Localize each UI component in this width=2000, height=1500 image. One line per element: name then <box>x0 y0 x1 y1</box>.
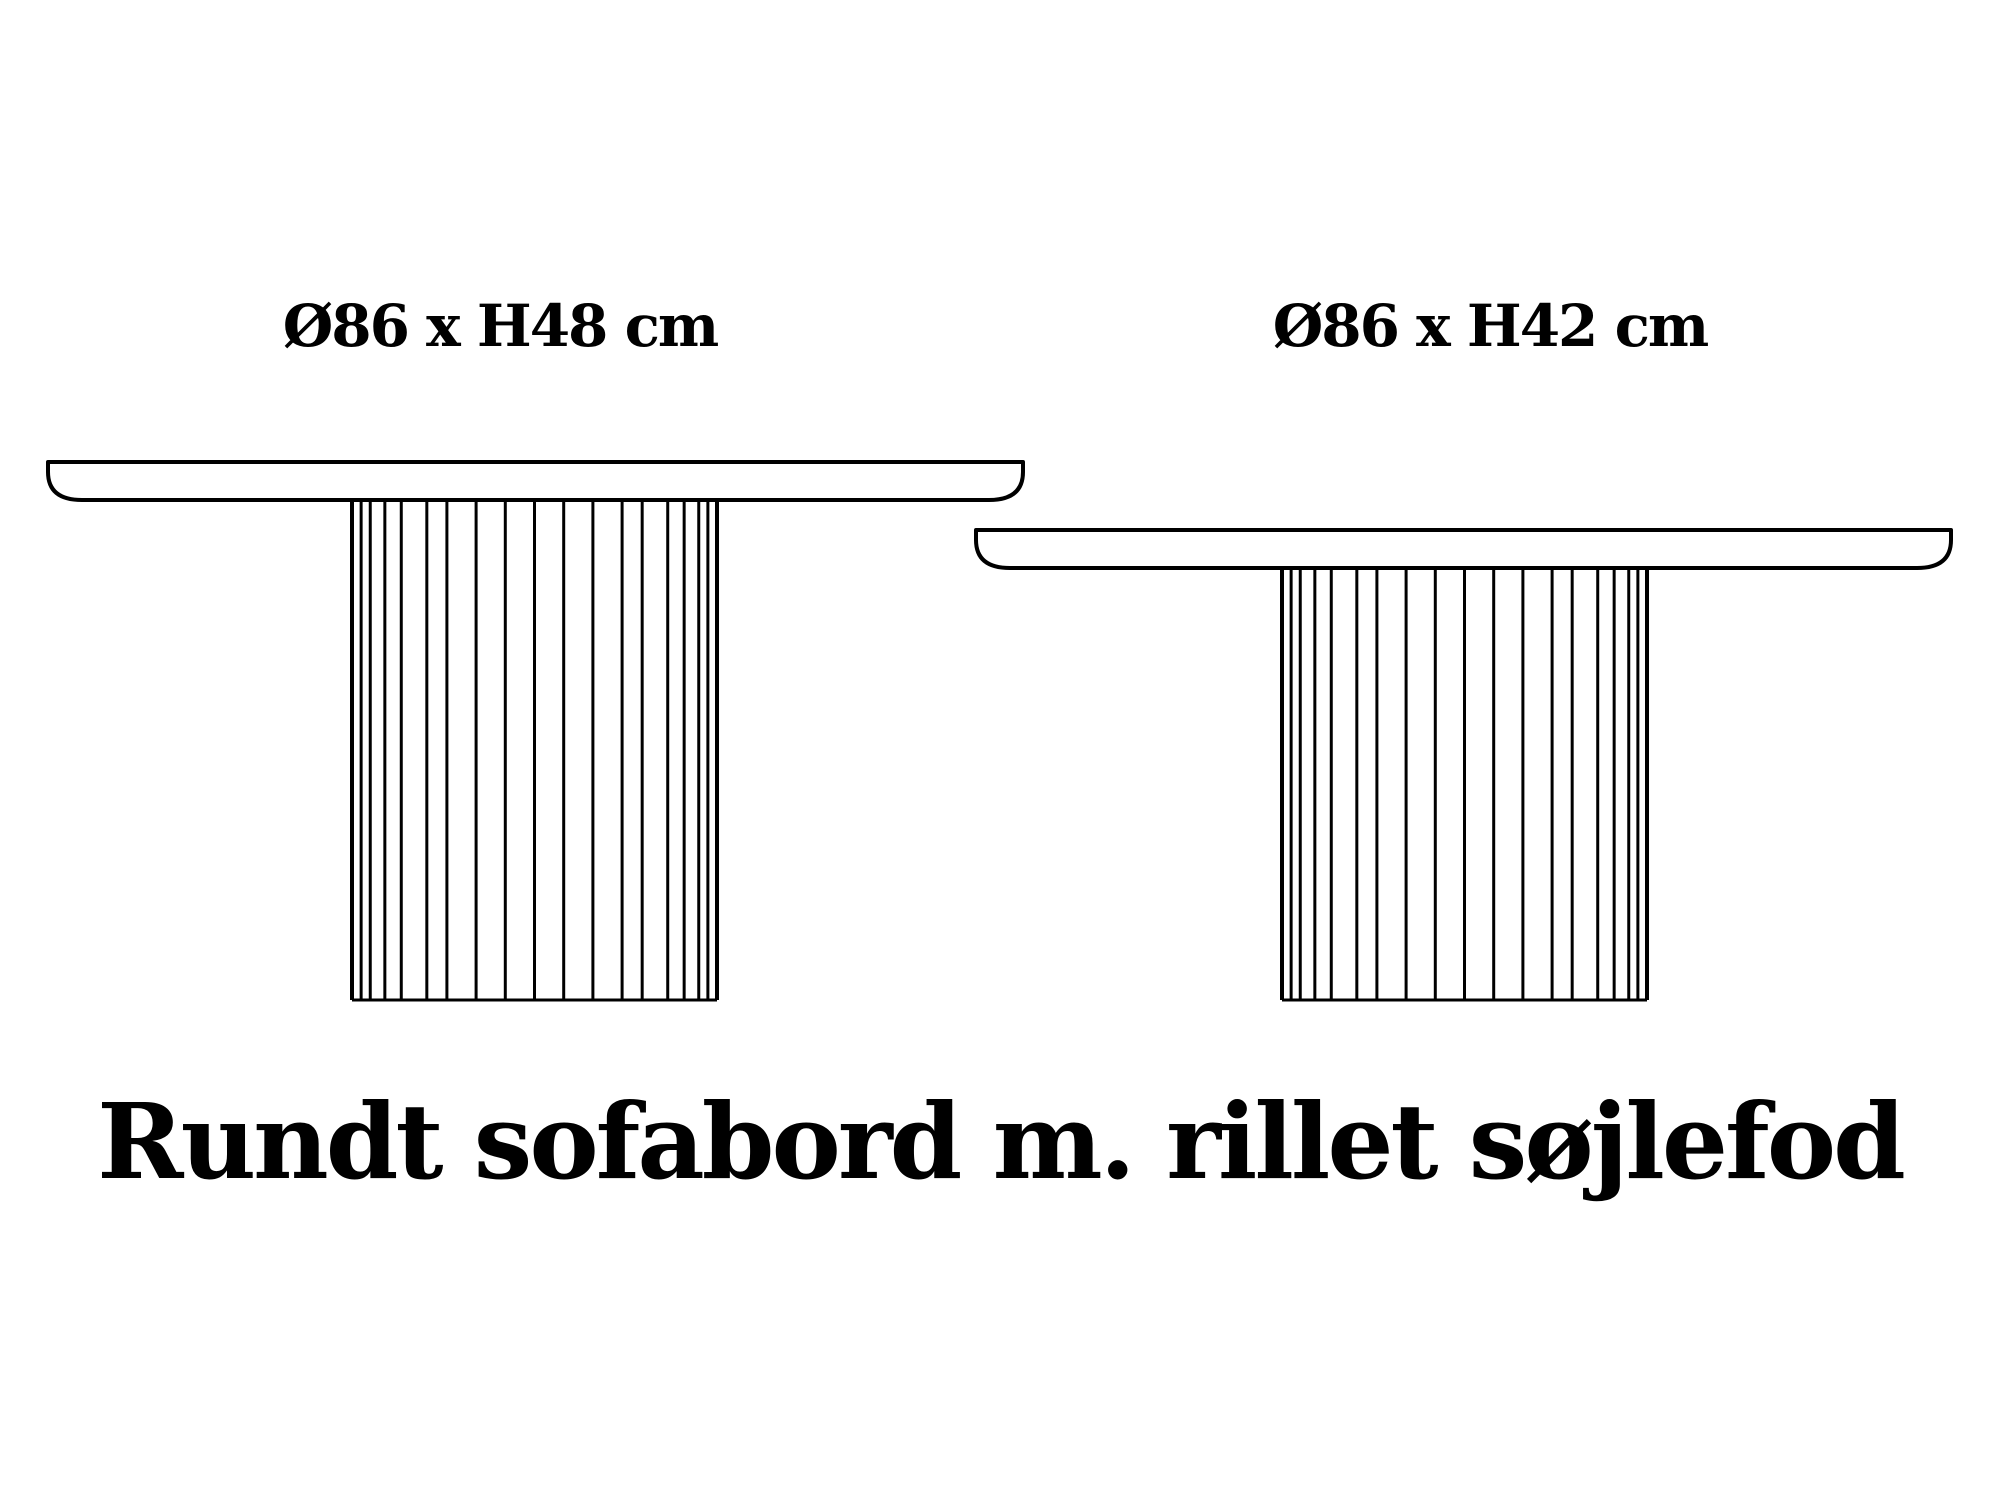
table-top <box>46 460 1025 502</box>
table-top <box>974 528 1953 570</box>
dimension-label-tall-table: Ø86 x H48 cm <box>282 292 720 360</box>
table-tall-drawing <box>46 460 1025 1002</box>
table-low-drawing <box>974 528 1953 1002</box>
page-title: Rundt sofabord m. rillet søjlefod <box>97 1080 1906 1203</box>
dimension-label-low-table: Ø86 x H42 cm <box>1272 292 1710 360</box>
